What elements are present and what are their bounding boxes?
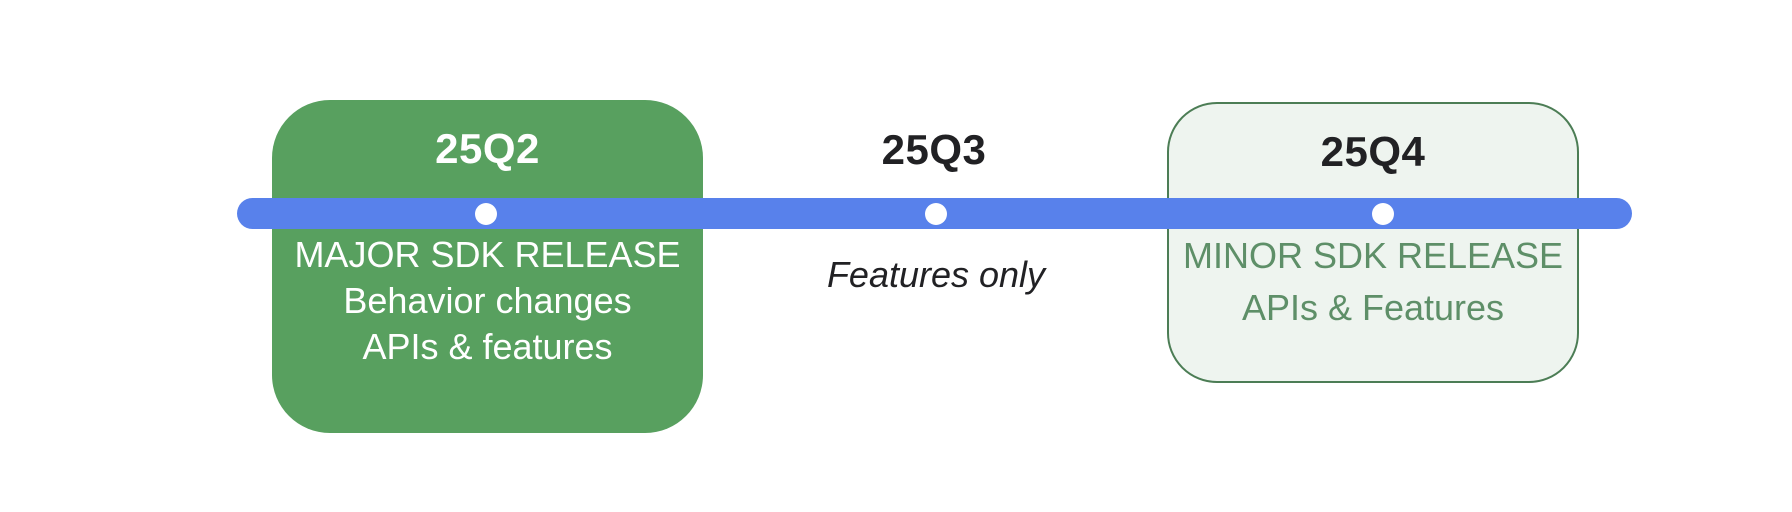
detail-line-major-release: MAJOR SDK RELEASE xyxy=(294,234,681,275)
quarter-label-25q3: 25Q3 xyxy=(881,126,987,173)
detail-line-features-only: Features only xyxy=(826,254,1046,295)
quarter-label-25q4: 25Q4 xyxy=(1320,128,1426,175)
timeline-dot-25q3 xyxy=(925,203,947,225)
detail-line-apis-features: APIs & Features xyxy=(1241,287,1505,328)
detail-line-minor-release: MINOR SDK RELEASE xyxy=(1182,235,1564,276)
detail-line-apis-features: APIs & features xyxy=(362,326,613,367)
timeline-dot-25q2 xyxy=(475,203,497,225)
milestone-card-25q2: 25Q2 MAJOR SDK RELEASE Behavior changes … xyxy=(272,100,703,433)
timeline-dot-25q4 xyxy=(1372,203,1394,225)
quarter-label-25q2: 25Q2 xyxy=(435,125,540,172)
milestone-card-25q4: 25Q4 MINOR SDK RELEASE APIs & Features xyxy=(1167,102,1579,383)
milestone-details-25q4: MINOR SDK RELEASE APIs & Features xyxy=(1169,230,1577,334)
milestone-details-25q2: MAJOR SDK RELEASE Behavior changes APIs … xyxy=(272,232,703,370)
detail-line-behavior-changes: Behavior changes xyxy=(343,280,632,321)
